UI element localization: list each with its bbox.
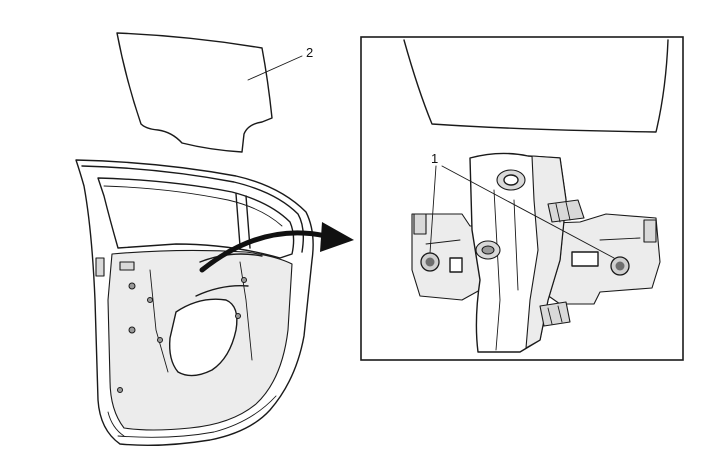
regulator-bolt-icon (420, 252, 440, 272)
regulator-bolt-icon (610, 256, 630, 276)
door-frame-icon (75, 159, 314, 447)
window-glass-icon (116, 32, 273, 153)
callout-2-label: 2 (306, 45, 313, 60)
detail-arrow-icon (199, 222, 354, 273)
detail-panel (360, 36, 684, 361)
callout-2-leader (247, 55, 303, 81)
callout-1-label: 1 (431, 151, 438, 166)
callout-1-leader (429, 165, 615, 259)
